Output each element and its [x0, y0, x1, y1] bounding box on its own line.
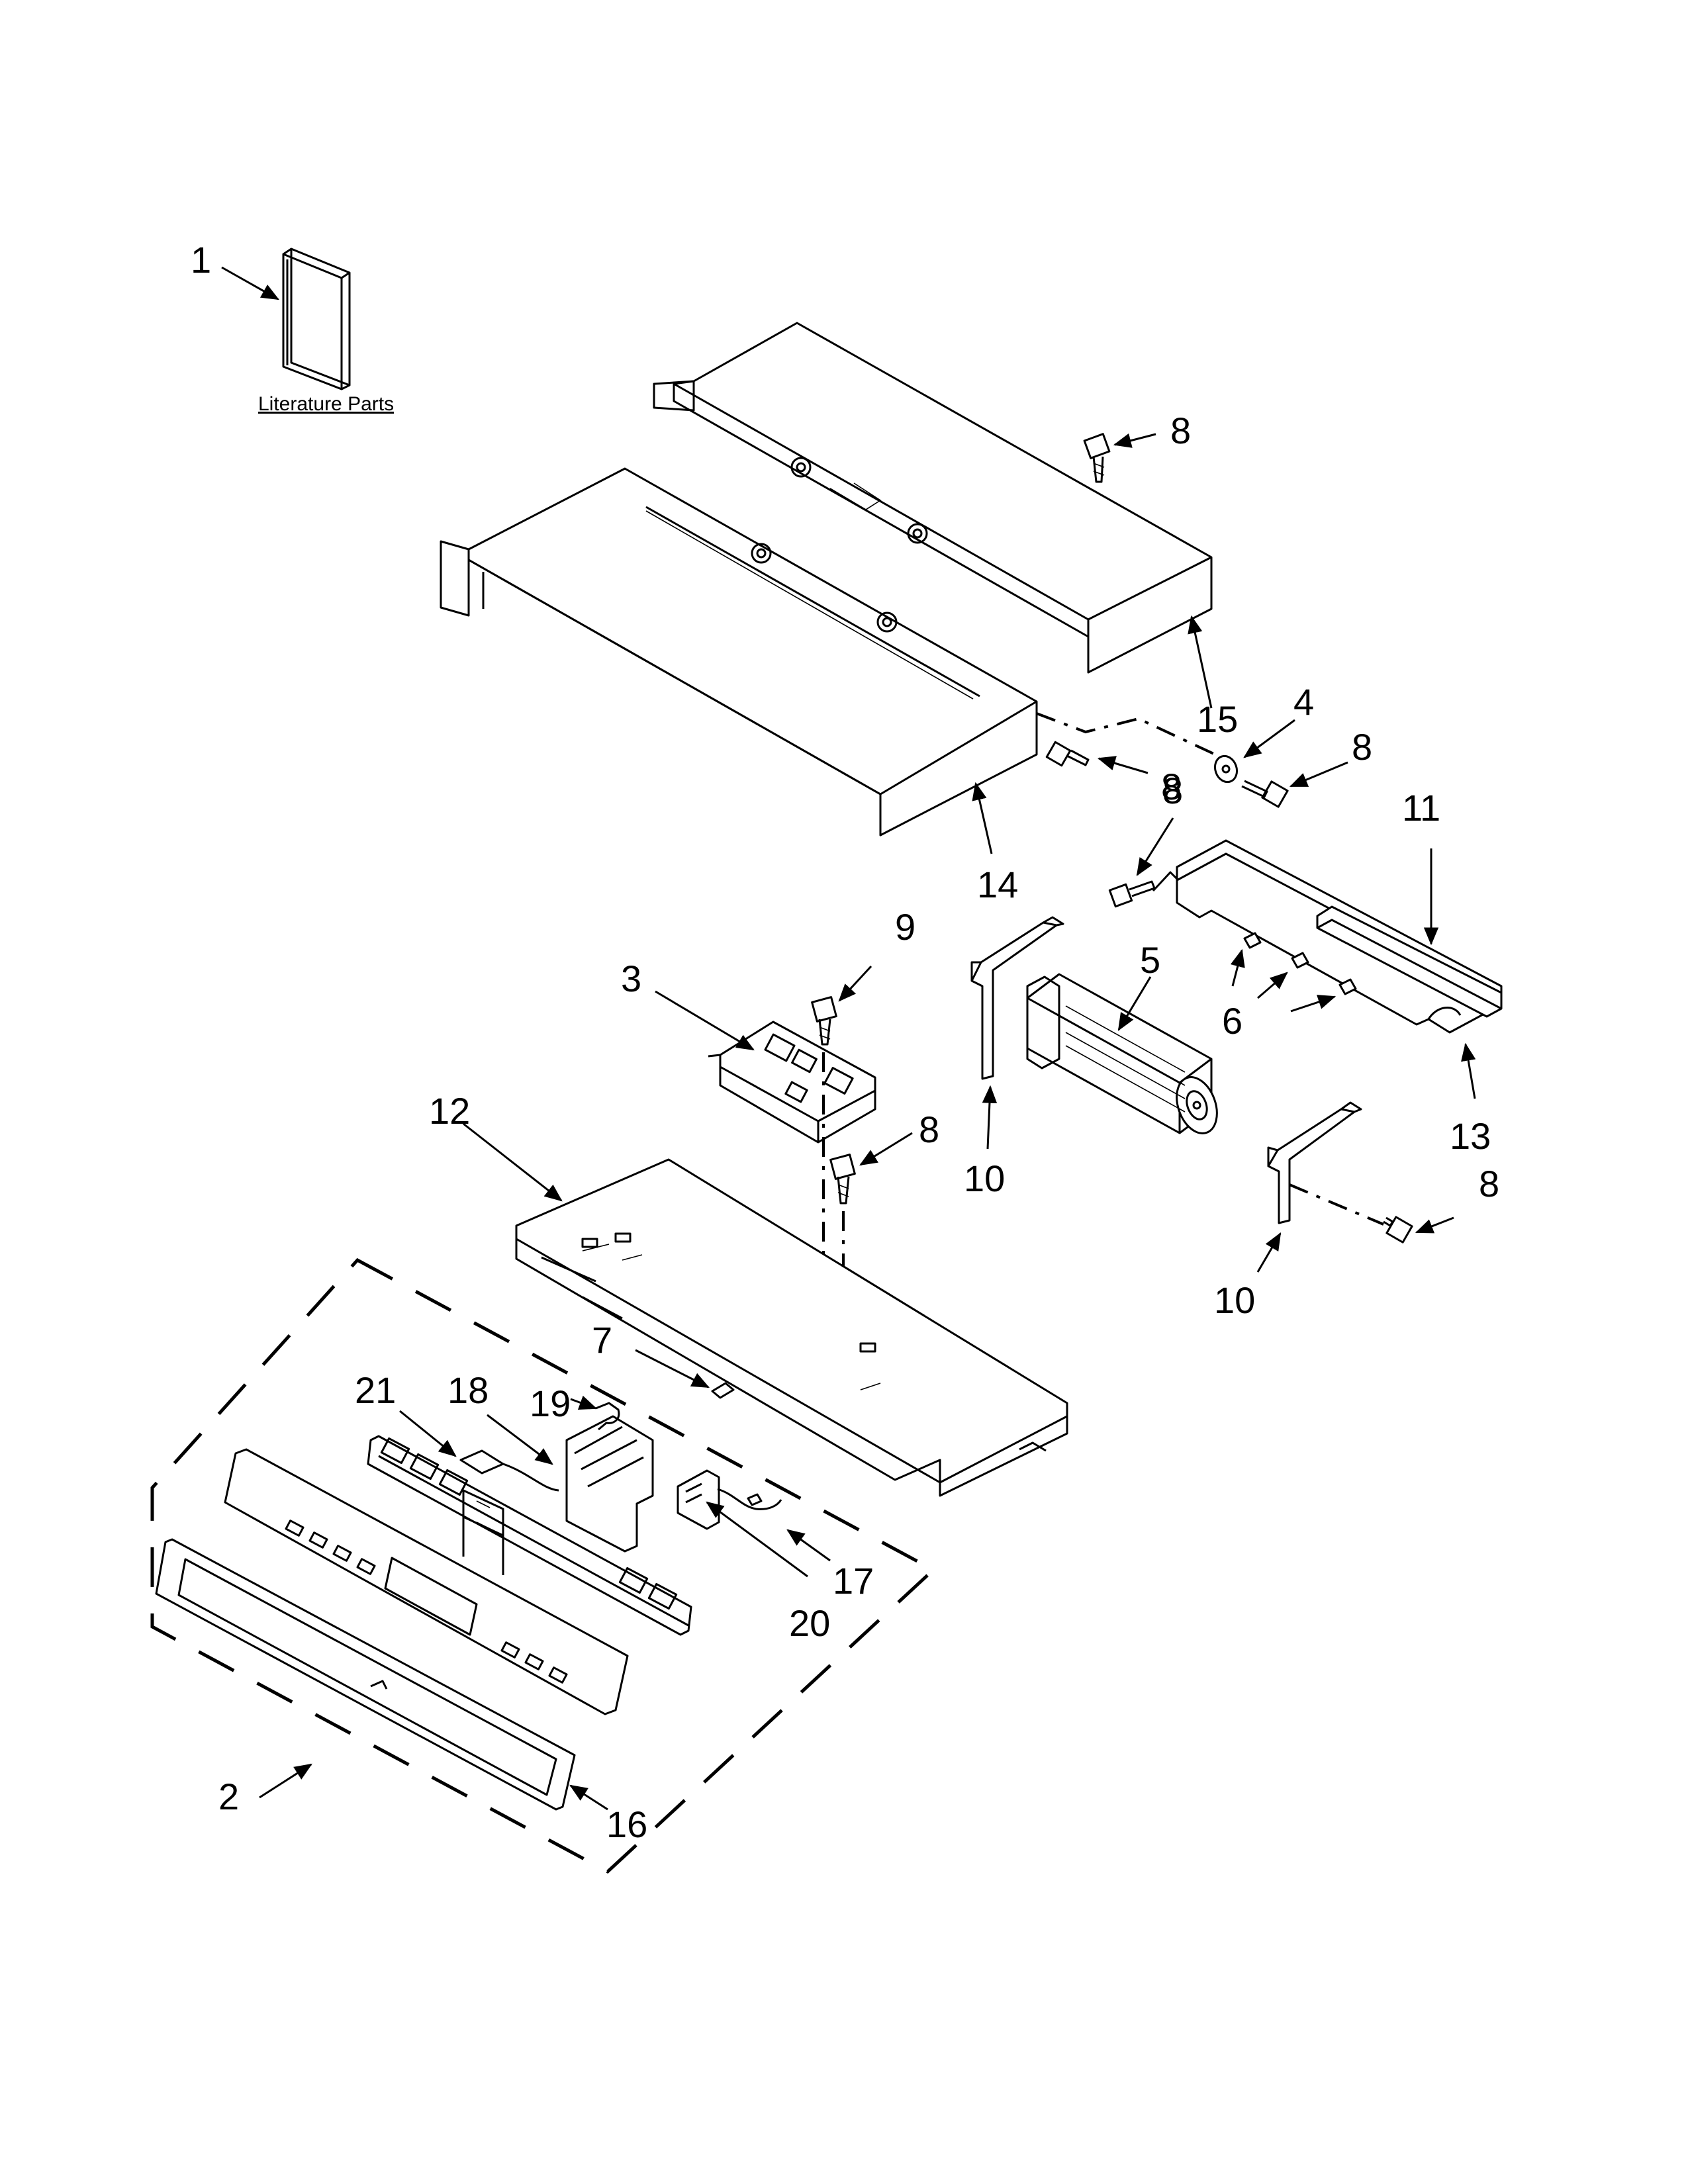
- callout-arrow-18: [487, 1414, 553, 1465]
- callout-arrow-15: [1188, 615, 1213, 709]
- callout-arrow-8-mid: [1097, 756, 1149, 774]
- callout-8-mid: 8: [1161, 766, 1182, 807]
- callout-arrow-5: [1117, 976, 1152, 1031]
- blower-bracket-13: [1152, 839, 1503, 1034]
- callout-14: 14: [977, 864, 1018, 905]
- callout-8-top: 8: [1170, 410, 1191, 451]
- callout-arrow-9: [838, 965, 872, 1002]
- callout-9: 9: [895, 906, 915, 948]
- callout-10-upper: 10: [964, 1158, 1005, 1199]
- callout-7: 7: [592, 1319, 612, 1361]
- callout-13: 13: [1450, 1115, 1491, 1157]
- screw-8-right-upper: [1045, 741, 1090, 767]
- callout-1: 1: [191, 239, 211, 281]
- callout-arrow-14: [972, 782, 993, 854]
- callout-arrow-1: [221, 266, 279, 300]
- screw-8-top: [1083, 433, 1111, 483]
- callout-arrow-6-b: [1257, 972, 1288, 999]
- top-panel-rear: [653, 322, 1213, 674]
- user-interface-board-18: [462, 1415, 654, 1575]
- screw-8-lower-right: [1383, 1216, 1413, 1244]
- washer-4: [1213, 754, 1239, 784]
- control-panel-frame-12: [515, 1158, 1068, 1497]
- callout-8-lower-right: 8: [1479, 1163, 1499, 1205]
- callout-18: 18: [447, 1369, 489, 1411]
- insulation-strip-11: [1316, 905, 1503, 1018]
- callout-arrow-6-a: [1230, 948, 1245, 987]
- callout-20: 20: [789, 1602, 830, 1644]
- screw-8-right: [1241, 780, 1289, 808]
- callout-11: 11: [1402, 787, 1440, 829]
- callout-8-board: 8: [919, 1109, 939, 1150]
- callout-6: 6: [1222, 1000, 1243, 1042]
- callout-arrow-19: [570, 1395, 598, 1410]
- callout-arrow-21: [399, 1410, 457, 1457]
- clip-7: [711, 1382, 735, 1399]
- callout-10-lower: 10: [1214, 1279, 1255, 1321]
- callout-arrow-8-right: [1289, 761, 1348, 788]
- callout-arrow-10-upper: [982, 1085, 998, 1150]
- callout-8-right: 8: [1352, 726, 1372, 768]
- literature-parts-booklet: [282, 248, 351, 390]
- callout-3: 3: [621, 958, 641, 999]
- control-panel-glass-16: [155, 1538, 576, 1811]
- callout-16: 16: [606, 1803, 647, 1845]
- control-panel-assembly-boundary: [150, 1257, 937, 1874]
- callout-8-bracket: 8: [1162, 770, 1183, 811]
- callout-2: 2: [218, 1776, 239, 1817]
- top-panel-front: [440, 467, 1038, 837]
- keypad-assembly-21: [367, 1435, 692, 1636]
- callout-arrow-2: [259, 1763, 312, 1799]
- interface-board-20: [677, 1469, 720, 1530]
- callout-arrow-12: [463, 1122, 563, 1202]
- callout-arrow-20: [706, 1501, 808, 1578]
- cooling-fan-blower-5: [1026, 973, 1218, 1134]
- pins-6: [1243, 932, 1357, 995]
- electronic-control-board-3: [708, 1021, 876, 1144]
- callout-arrow-8-lower-right: [1415, 1216, 1454, 1234]
- callout-arrow-8-board: [859, 1132, 913, 1166]
- callout-arrow-13: [1461, 1042, 1476, 1099]
- callout-arrow-8-top: [1113, 433, 1156, 448]
- bracket-10-upper: [970, 916, 1064, 1080]
- callout-arrow-8-bracket: [1136, 817, 1174, 876]
- screw-8-bracket: [1108, 880, 1156, 908]
- callout-4: 4: [1293, 681, 1314, 723]
- callout-5: 5: [1140, 939, 1160, 981]
- screw-8-board: [829, 1154, 856, 1205]
- callout-12: 12: [429, 1090, 470, 1132]
- screw-9: [811, 996, 837, 1046]
- callout-arrow-4: [1243, 719, 1295, 758]
- callout-arrow-16: [569, 1784, 608, 1811]
- callout-21: 21: [355, 1369, 396, 1411]
- wire-harness-17: [717, 1488, 782, 1510]
- callout-19: 19: [530, 1383, 571, 1424]
- literature-parts-caption: Literature Parts: [258, 393, 394, 415]
- callout-15: 15: [1197, 698, 1238, 740]
- callout-17: 17: [833, 1560, 874, 1602]
- callout-arrow-10-lower: [1256, 1232, 1282, 1273]
- bracket-10-lower: [1267, 1101, 1362, 1224]
- callout-arrow-3: [655, 990, 755, 1051]
- callout-arrow-17: [786, 1529, 831, 1562]
- console-panel: [224, 1448, 629, 1715]
- callout-arrow-6-c: [1290, 995, 1336, 1013]
- mount-line-10-8: [1289, 1183, 1384, 1226]
- callout-arrow-7: [635, 1349, 710, 1388]
- wire-harness-19: [595, 1402, 620, 1431]
